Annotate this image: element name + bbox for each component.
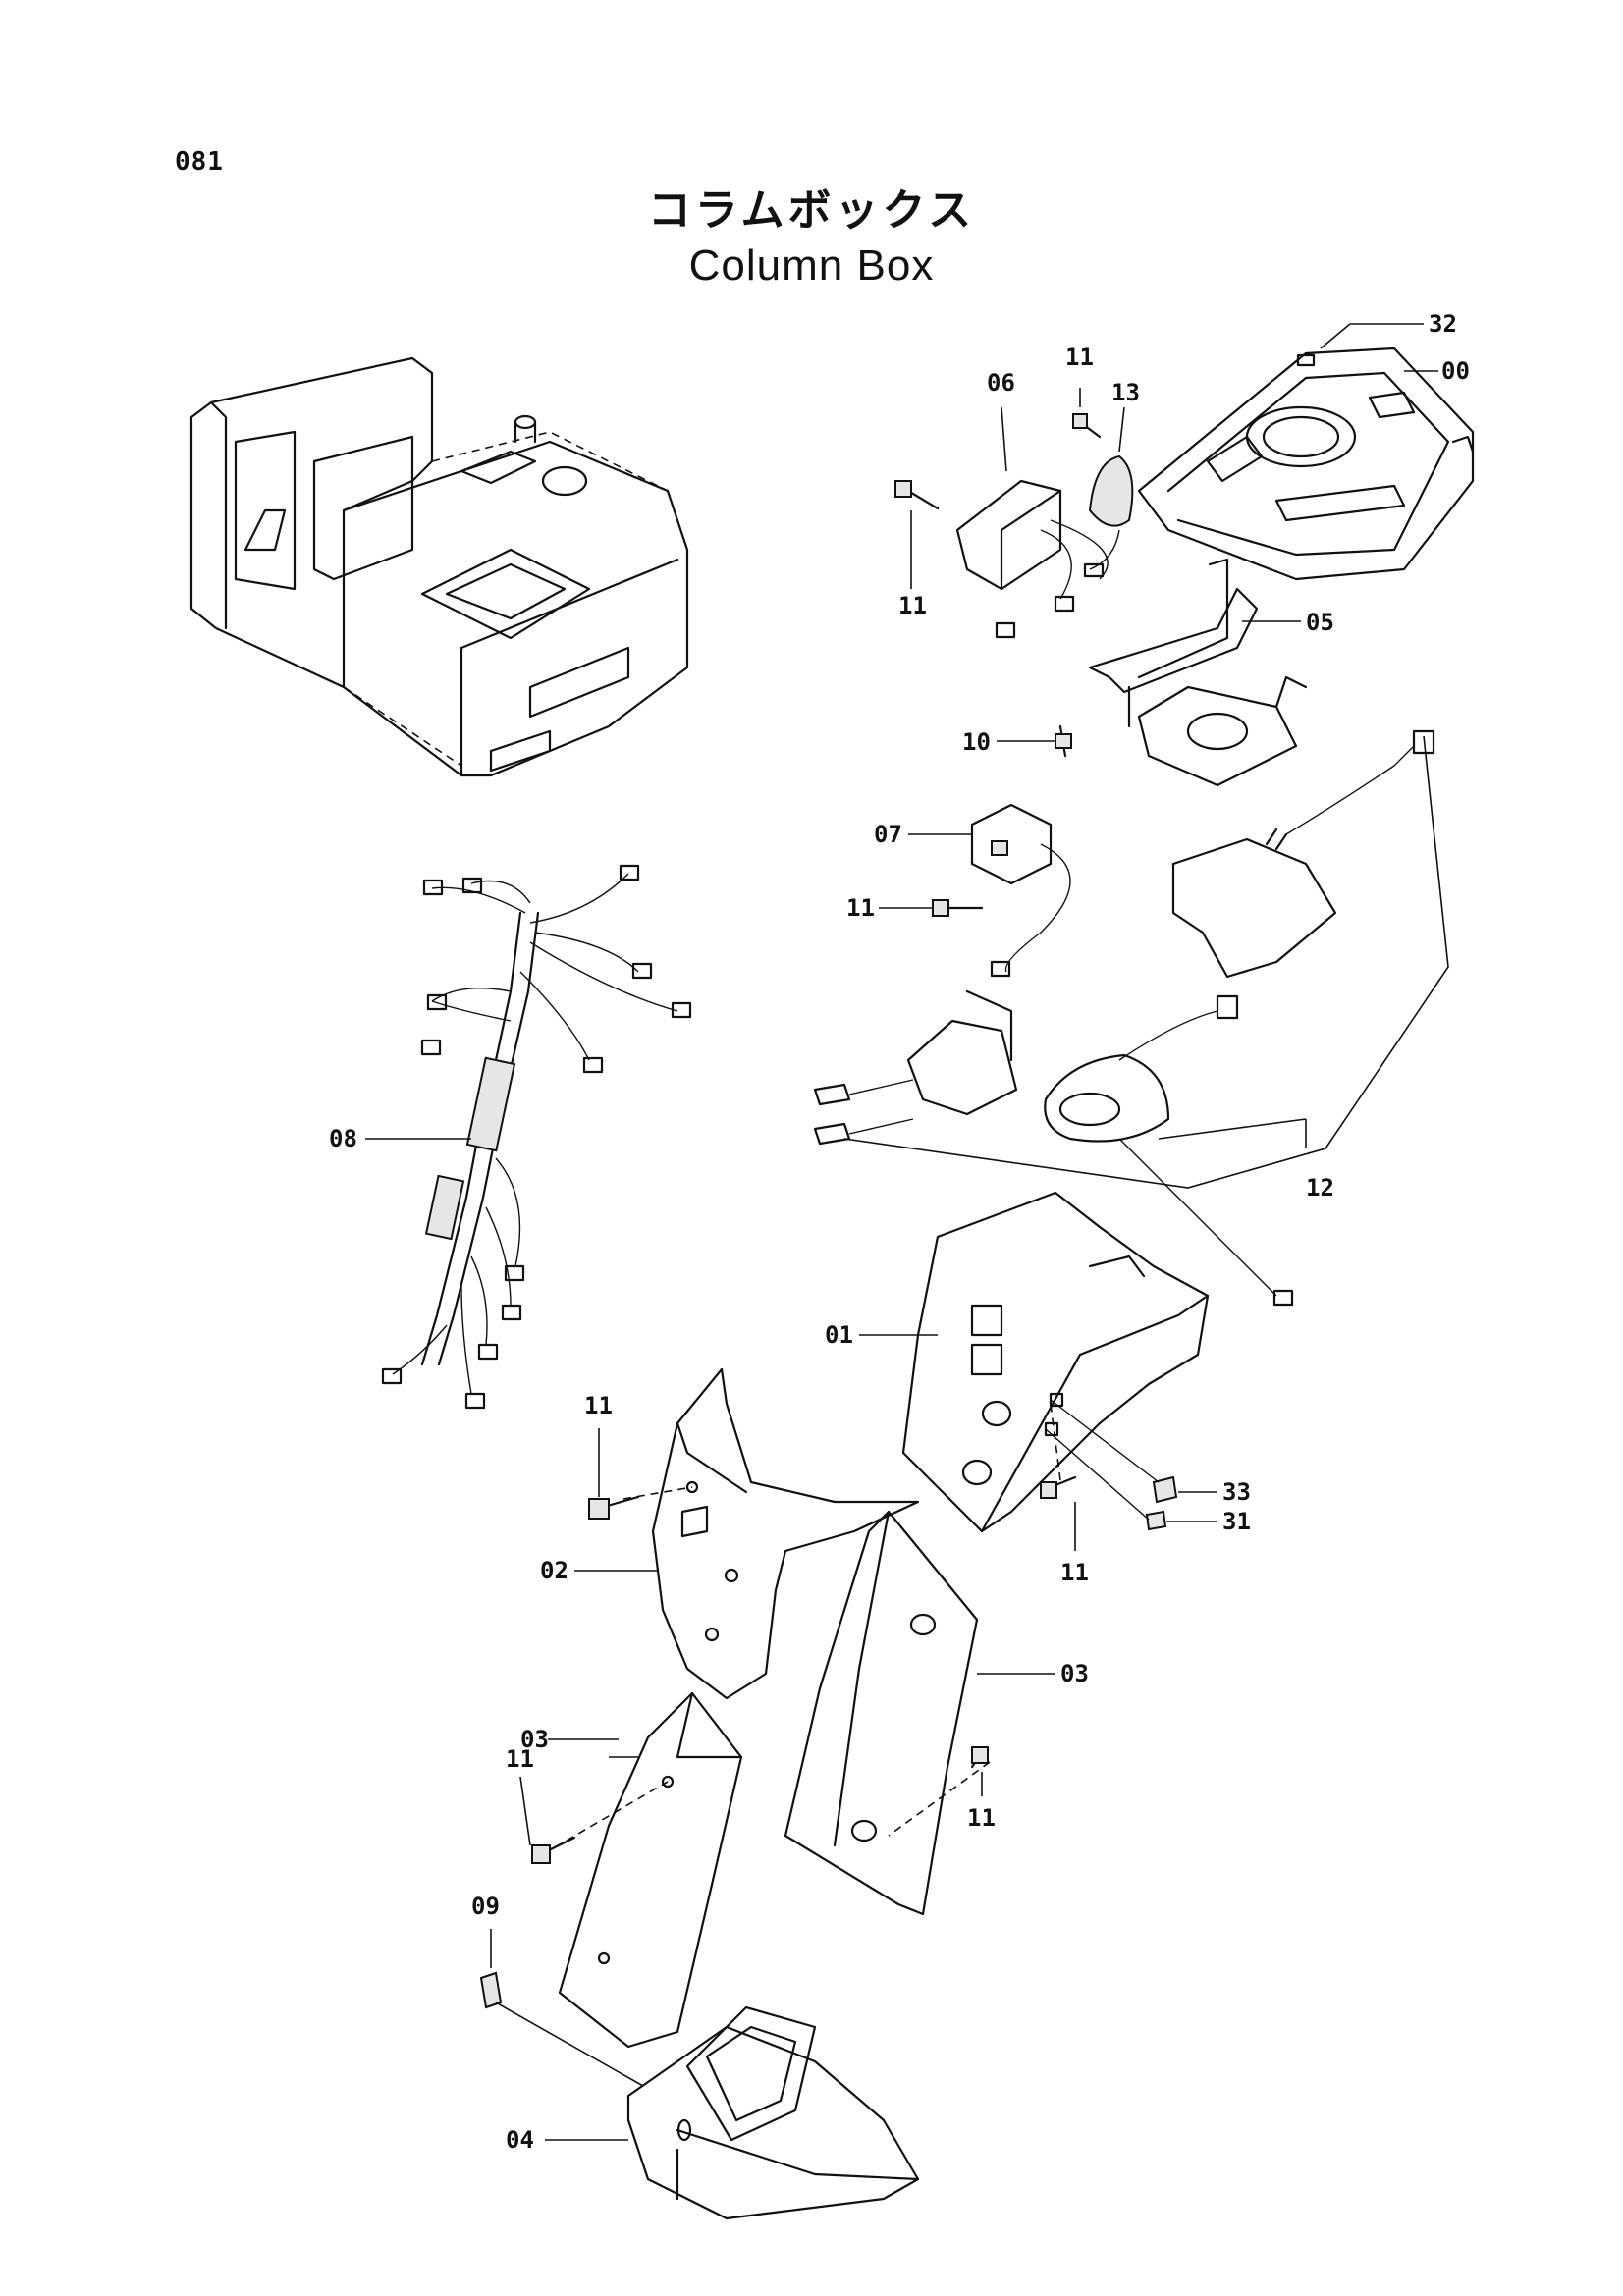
- bracket: [1088, 558, 1308, 787]
- controller-box: [955, 479, 1109, 639]
- callout-03-right: 03: [1060, 1660, 1089, 1687]
- callout-05: 05: [1306, 609, 1334, 636]
- callout-11-right: 11: [1060, 1559, 1089, 1586]
- callout-32: 32: [1429, 310, 1457, 338]
- callout-11-left: 11: [898, 592, 927, 619]
- top-cover: [1137, 347, 1475, 581]
- callout-13: 13: [1111, 379, 1140, 406]
- key-switch: [1083, 454, 1134, 578]
- bolts: [531, 413, 1102, 1864]
- column-cover-side-right: [784, 1510, 979, 1916]
- clip: [479, 1971, 644, 2087]
- callout-31: 31: [1222, 1508, 1251, 1535]
- leader-lines: [365, 323, 1438, 2141]
- callout-06: 06: [987, 369, 1015, 397]
- callout-labels: 32 00 11 06 13 11 05 10 07 11 08 12 01 1…: [329, 310, 1470, 2154]
- callout-10: 10: [962, 728, 991, 756]
- title-english: Column Box: [688, 241, 935, 290]
- connector-block: [970, 803, 1071, 978]
- excavator-overview: [189, 356, 689, 777]
- callout-33: 33: [1222, 1478, 1251, 1506]
- callout-07: 07: [874, 821, 902, 848]
- callout-09: 09: [471, 1893, 500, 1920]
- wiring-harness: [381, 864, 692, 1410]
- callout-11-top: 11: [1065, 344, 1094, 371]
- column-cover-front-upper: [651, 1367, 920, 1700]
- callout-12: 12: [1306, 1174, 1334, 1201]
- callout-00: 00: [1441, 357, 1470, 385]
- column-cover-lower: [626, 2005, 920, 2220]
- callout-11-lower: 11: [506, 1745, 534, 1773]
- labels: [1045, 1399, 1178, 1531]
- lever-assembly: [813, 729, 1449, 1307]
- callout-11-mid: 11: [846, 894, 875, 922]
- callout-11-lower-right: 11: [967, 1804, 996, 1832]
- column-cover-rear: [901, 1191, 1210, 1533]
- callout-04: 04: [506, 2126, 534, 2154]
- callout-03-left: 03: [520, 1726, 549, 1753]
- page-number: 081: [175, 147, 224, 177]
- callout-01: 01: [825, 1321, 853, 1349]
- title-japanese: コラムボックス: [647, 186, 976, 236]
- callout-08: 08: [329, 1125, 357, 1152]
- callout-11-cover: 11: [584, 1392, 613, 1419]
- column-cover-side-left: [558, 1691, 743, 2049]
- callout-02: 02: [540, 1557, 568, 1584]
